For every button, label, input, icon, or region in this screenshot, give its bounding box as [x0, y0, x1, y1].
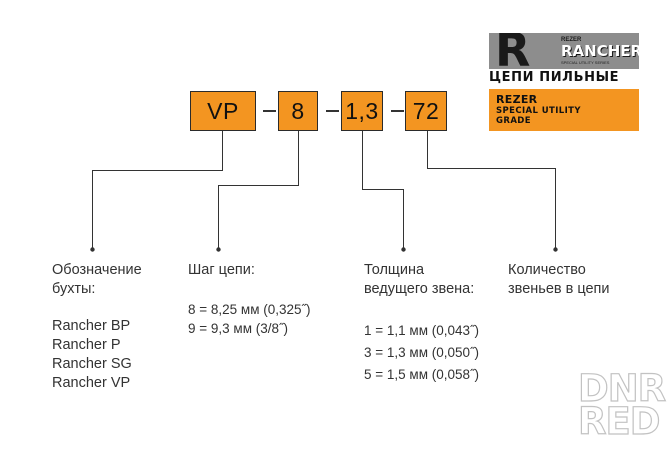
- list-item: 8 = 8,25 мм (0,325˝): [188, 302, 311, 317]
- column-heading: Обозначение: [52, 262, 142, 278]
- list-item: Rancher BP: [52, 318, 131, 334]
- list-item: Rancher P: [52, 337, 121, 353]
- code-dash: [263, 110, 276, 112]
- column-heading: Количество: [508, 262, 586, 278]
- rancher-logo-title: RANCHER: [561, 42, 639, 60]
- code-dash: [326, 110, 339, 112]
- watermark-line: DNR: [577, 367, 666, 410]
- connector-gauge: [362, 131, 404, 249]
- rezer-logo-line-3: GRADE: [496, 116, 531, 126]
- column-heading: Шаг цепи:: [188, 262, 255, 278]
- rancher-r-mark: R: [495, 33, 531, 69]
- list-item: Rancher SG: [52, 356, 132, 372]
- connector-dot: [216, 247, 221, 252]
- connector-series: [92, 131, 223, 249]
- code-box-pitch: 8: [278, 91, 318, 131]
- list-item: Rancher VP: [52, 375, 131, 391]
- list-item: 1 = 1,1 мм (0,043˝): [364, 323, 479, 338]
- rancher-logo-small-text: REZER: [561, 37, 582, 43]
- watermark: DNR RED: [577, 367, 666, 443]
- connector-dot: [401, 247, 406, 252]
- watermark-line: RED: [577, 400, 661, 443]
- rancher-logo: R REZER RANCHER SPECIAL UTILITY SERIES: [489, 33, 639, 69]
- list-item: 9 = 9,3 мм (3/8˝): [188, 321, 288, 336]
- column-heading: Толщина: [364, 262, 425, 278]
- connector-dot: [90, 247, 95, 252]
- connector-dot: [553, 247, 558, 252]
- list-item: 3 = 1,3 мм (0,050˝): [364, 345, 479, 360]
- code-box-series: VP: [190, 91, 256, 131]
- rezer-logo-brand: REZER: [496, 93, 538, 106]
- column-heading: ведущего звена:: [364, 281, 475, 297]
- column-gauge: Толщина ведущего звена: 1 = 1,1 мм (0,04…: [364, 261, 479, 386]
- rezer-logo-line-2: SPECIAL UTILITY: [496, 106, 581, 116]
- rezer-logo: REZER SPECIAL UTILITY GRADE: [489, 89, 639, 131]
- code-box-gauge: 1,3: [341, 91, 383, 131]
- column-links: Количество звеньев в цепи: [508, 261, 610, 299]
- code-dash: [391, 110, 404, 112]
- connector-pitch: [218, 131, 299, 249]
- column-series: Обозначение бухты: Rancher BP Rancher P …: [52, 261, 142, 393]
- column-heading: звеньев в цепи: [508, 281, 610, 297]
- column-pitch: Шаг цепи: 8 = 8,25 мм (0,325˝) 9 = 9,3 м…: [188, 261, 311, 338]
- column-heading: бухты:: [52, 281, 96, 297]
- connector-links: [427, 131, 556, 249]
- chains-title: ЦЕПИ ПИЛЬНЫЕ: [489, 70, 620, 85]
- list-item: 5 = 1,5 мм (0,058˝): [364, 367, 479, 382]
- code-box-links: 72: [405, 91, 447, 131]
- rancher-logo-subtitle: SPECIAL UTILITY SERIES: [561, 60, 610, 65]
